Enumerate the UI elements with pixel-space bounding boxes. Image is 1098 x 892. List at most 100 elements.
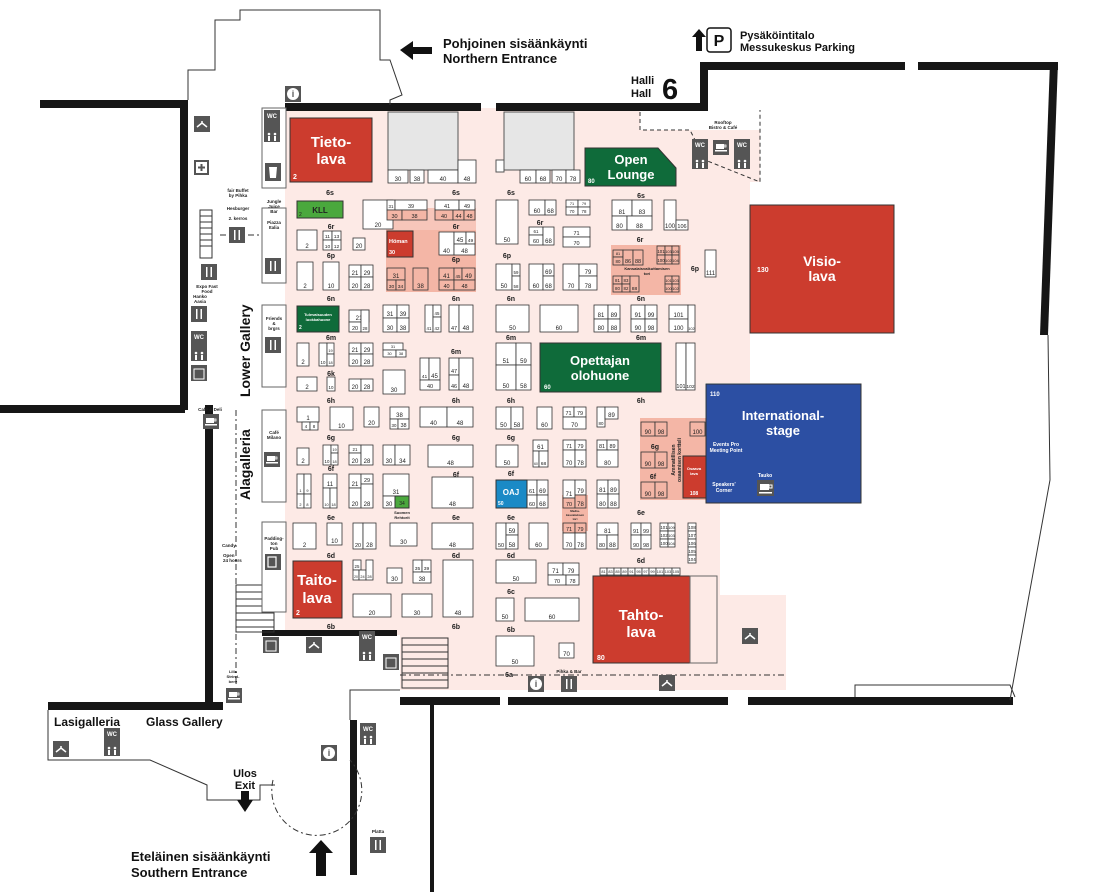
booth-102[interactable]: 102 — [687, 304, 696, 333]
booth-69[interactable]: 69 — [542, 263, 555, 277]
booth-30[interactable]: 30 — [382, 495, 396, 509]
booth-90[interactable]: 90 — [630, 318, 646, 333]
booth-80[interactable]: 80 — [596, 449, 619, 468]
booth-78[interactable]: 78 — [574, 532, 587, 550]
booth-38[interactable]: 38 — [396, 317, 410, 333]
booth-111[interactable]: 111 — [704, 249, 717, 278]
stage-tietolava[interactable]: Tieto- lava 2 — [289, 117, 373, 183]
booth-89[interactable]: 89 — [607, 479, 620, 495]
booth-50[interactable]: 50 — [495, 597, 515, 622]
booth-34[interactable]: 34 — [394, 444, 411, 466]
booth-50[interactable]: 50 — [495, 304, 530, 333]
booth-41[interactable]: 41 — [419, 357, 430, 381]
booth-71[interactable]: 71 — [562, 226, 591, 238]
booth-31[interactable]: 31 — [382, 304, 398, 319]
stage-international[interactable]: International- stage 110 Events Pro Meet… — [705, 383, 862, 504]
booth-81[interactable]: 81 — [611, 199, 633, 217]
booth-103[interactable]: 103 — [671, 275, 680, 285]
booth-80[interactable]: 80 — [596, 406, 606, 428]
booth-1[interactable]: 1 — [296, 473, 305, 495]
booth-101[interactable]: 101 — [675, 342, 687, 391]
cloakroom-icon[interactable] — [306, 637, 322, 653]
booth-106[interactable]: 106 — [675, 219, 689, 231]
booth-89[interactable]: 89 — [604, 406, 619, 420]
booth-88[interactable]: 88 — [626, 215, 653, 231]
booth-104[interactable]: 104 — [687, 554, 697, 564]
booth-78[interactable]: 78 — [577, 206, 591, 216]
booth-70[interactable]: 70 — [547, 574, 567, 586]
booth-2[interactable]: 2 — [296, 447, 310, 466]
booth-40[interactable]: 40 — [438, 279, 455, 291]
booth-31[interactable]: 31 — [386, 199, 396, 211]
wc-icon[interactable]: WC — [191, 331, 207, 361]
booth-2[interactable]: 2 — [296, 261, 314, 291]
booth-69[interactable]: 69 — [536, 479, 549, 496]
booth-80[interactable]: 80 — [593, 318, 609, 333]
stage-taitolava[interactable]: Taito- lava 2 — [292, 560, 343, 619]
booth-45[interactable]: 45 — [453, 267, 463, 281]
booth-88[interactable]: 88 — [629, 275, 640, 293]
booth-suomen-rehtorit[interactable]: 34 Suomen Rehtorit — [394, 495, 410, 520]
booth-80[interactable]: 80 — [596, 534, 608, 550]
booth-71[interactable]: 71 — [562, 479, 576, 499]
booth-60[interactable]: 60 — [528, 263, 544, 291]
booth-39[interactable]: 39 — [394, 199, 428, 211]
booth-58[interactable]: 58 — [505, 534, 519, 550]
booth-100[interactable]: 100 — [659, 538, 669, 548]
booth-70[interactable]: 70 — [565, 206, 579, 216]
booth-48[interactable]: 48 — [463, 209, 476, 221]
booth-80[interactable]: 80 — [611, 215, 628, 231]
booth-70[interactable]: 70 — [558, 642, 575, 659]
booth-29[interactable]: 29 — [360, 264, 374, 278]
booth-47[interactable]: 47 — [448, 357, 460, 376]
booth-10[interactable]: 10 — [326, 376, 336, 392]
booth-60[interactable]: 60 — [524, 597, 580, 622]
booth-101[interactable]: 101 — [664, 275, 673, 285]
booth-18[interactable]: 18 — [329, 487, 338, 509]
elevator-icon[interactable] — [191, 365, 207, 381]
booth-2[interactable]: 2 — [296, 229, 318, 251]
booth-68[interactable]: 68 — [535, 169, 551, 184]
booth-88[interactable]: 88 — [606, 534, 619, 550]
stage-tahtolava[interactable]: Tahto- lava 80 — [592, 575, 718, 664]
booth-61[interactable]: 61 — [526, 479, 538, 496]
booth-21[interactable]: 21 — [348, 444, 362, 454]
booth-35[interactable]: 35 — [412, 559, 423, 573]
booth-50[interactable]: 50 — [495, 635, 535, 667]
cloakroom-icon[interactable] — [194, 116, 210, 132]
restaurant-icon[interactable] — [265, 258, 281, 274]
booth-79[interactable]: 79 — [574, 479, 587, 496]
booth-28[interactable]: 28 — [360, 276, 374, 291]
booth-70[interactable]: 70 — [562, 416, 587, 430]
booth-40[interactable]: 40 — [419, 406, 448, 428]
stage-visiolava[interactable]: Visio- lava 130 — [749, 204, 895, 334]
booth-83[interactable]: 83 — [631, 199, 653, 217]
booth-79[interactable]: 79 — [574, 439, 587, 451]
booth-83[interactable]: 83 — [621, 275, 631, 285]
booth-80[interactable]: 80 — [612, 283, 623, 293]
booth-30[interactable]: 30 — [387, 169, 409, 184]
booth-48[interactable]: 48 — [453, 279, 476, 291]
booth-oaj[interactable]: OAJ 50 — [495, 479, 528, 509]
booth-68[interactable]: 68 — [542, 275, 555, 291]
booth-38[interactable]: 38 — [412, 267, 429, 291]
booth-108[interactable]: 108 — [687, 522, 697, 532]
booth-103[interactable]: 103 — [667, 530, 676, 540]
booth-58[interactable]: 58 — [515, 364, 532, 391]
booth-8[interactable]: 8 — [303, 493, 312, 509]
booth-38[interactable]: 38 — [401, 209, 428, 221]
booth-10[interactable]: 10 — [322, 239, 333, 251]
booth-10[interactable]: 10 — [322, 444, 332, 466]
booth-104[interactable]: 104 — [671, 254, 680, 265]
booth-79[interactable]: 79 — [562, 562, 580, 576]
booth-107[interactable]: 107 — [687, 530, 697, 540]
booth-46[interactable]: 46 — [448, 374, 460, 391]
booth-51[interactable]: 51 — [495, 342, 517, 366]
booth-70[interactable]: 70 — [562, 497, 576, 509]
booth-79[interactable]: 79 — [573, 406, 587, 418]
booth-28[interactable]: 28 — [365, 559, 374, 581]
restaurant-icon[interactable] — [201, 264, 217, 280]
booth-10[interactable]: 10 — [326, 522, 343, 546]
booth-60[interactable]: 60 — [528, 199, 546, 216]
booth-19[interactable]: 19 — [326, 342, 335, 355]
